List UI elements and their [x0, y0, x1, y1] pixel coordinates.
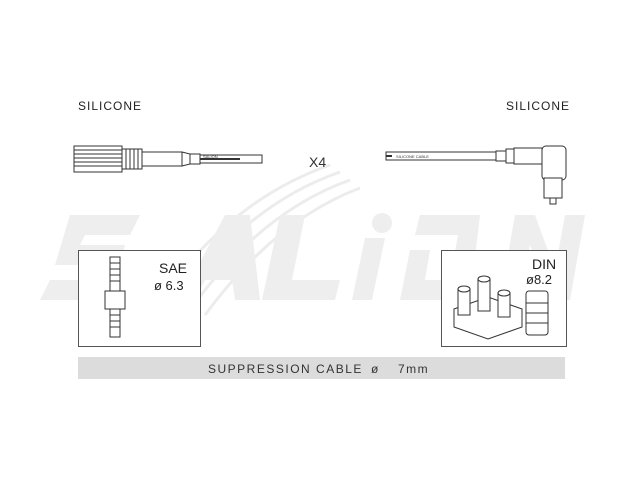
cable-size: 7mm: [398, 362, 430, 376]
left-material-label: SILICONE: [78, 99, 143, 113]
din-terminal-icon: [525, 290, 549, 336]
angled-boot-lead: [385, 145, 567, 205]
quantity-label: X4: [309, 154, 327, 170]
din-terminal-box: DIN ø8.2: [441, 250, 567, 347]
suppression-cable-bar: SUPPRESSION CABLE ø 7mm: [78, 357, 565, 379]
din-name: DIN: [532, 256, 557, 272]
sae-size: ø 6.3: [154, 278, 184, 293]
sae-name: SAE: [159, 260, 188, 276]
sae-terminal-box: SAE ø 6.3: [78, 250, 201, 347]
cable-diameter-symbol: ø: [371, 362, 380, 376]
straight-boot-lead: [73, 145, 263, 173]
right-material-label: SILICONE: [506, 99, 571, 113]
cable-label: SUPPRESSION CABLE: [208, 362, 363, 376]
left-wire-print: SALION: [203, 154, 218, 159]
din-distributor-cap-icon: [453, 275, 523, 340]
right-wire-print: SILICONE CABLE: [396, 154, 429, 159]
din-size: ø8.2: [526, 272, 553, 287]
sae-terminal-icon: [104, 256, 126, 338]
